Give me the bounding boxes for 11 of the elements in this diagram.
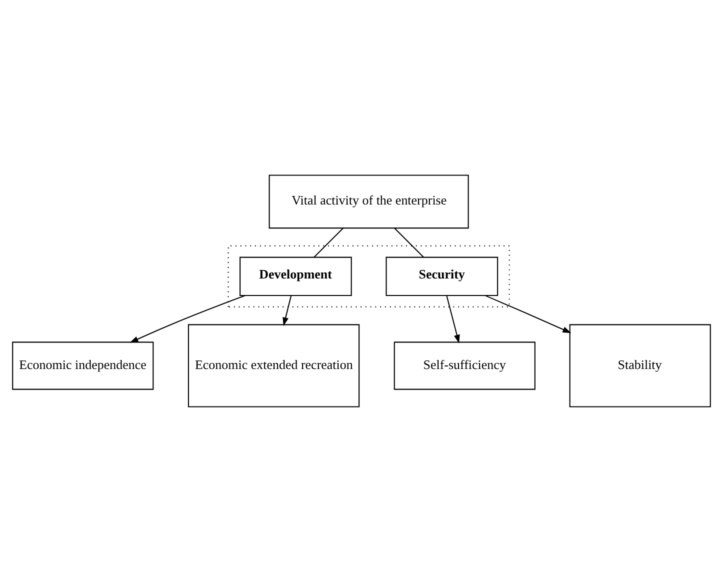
node-box: Security	[386, 256, 498, 296]
arrow	[130, 295, 246, 343]
node-box: Vital activity of the enterprise	[268, 174, 469, 229]
arrow	[282, 295, 292, 326]
node-box: Stability	[569, 324, 711, 408]
node-box: Development	[240, 256, 352, 296]
node-box: Self-sufficiency	[394, 342, 536, 390]
cluster	[228, 245, 510, 308]
arrow	[446, 295, 460, 344]
node-box: Economic independence	[12, 342, 154, 390]
node-box: Economic extended recreation	[188, 324, 360, 408]
